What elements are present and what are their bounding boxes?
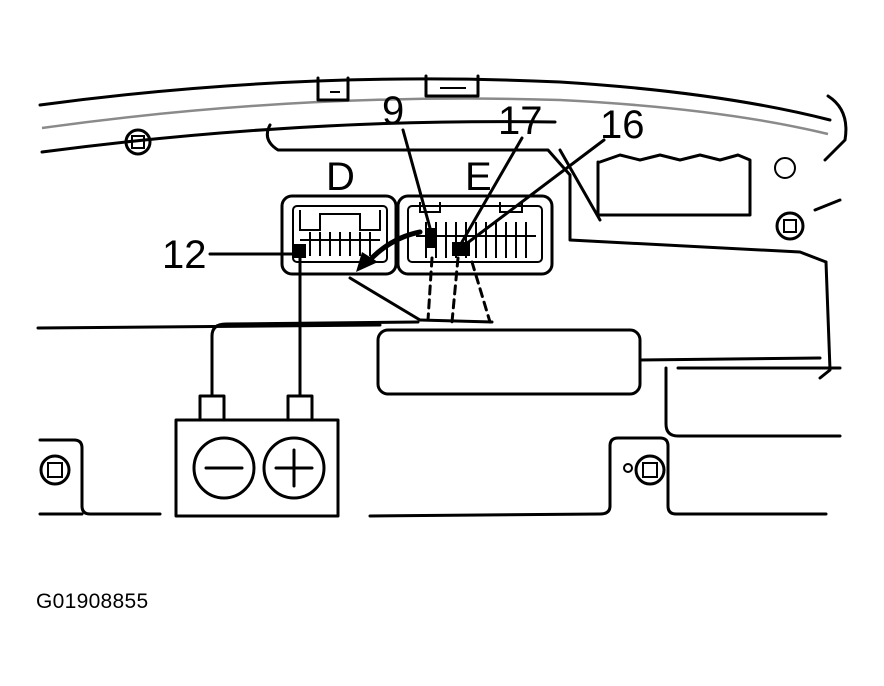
pin-12-marker bbox=[294, 244, 306, 258]
connector-e-label: E bbox=[465, 155, 492, 199]
bolt-icon bbox=[124, 128, 152, 156]
bolt-icon bbox=[39, 454, 71, 486]
ecu-upper-plate bbox=[265, 123, 842, 380]
connector-d bbox=[280, 194, 398, 276]
pin-16-label: 16 bbox=[600, 103, 645, 147]
top-cowl bbox=[38, 74, 848, 162]
pin-9-label: 9 bbox=[382, 89, 404, 133]
dashed-probe-leads bbox=[418, 256, 494, 324]
pin-9-marker bbox=[426, 228, 436, 248]
figure-id: G01908855 bbox=[36, 590, 149, 613]
connector-d-label: D bbox=[326, 155, 355, 199]
pin-12-label: 12 bbox=[162, 233, 207, 277]
probe-arrow bbox=[348, 229, 423, 322]
plus-icon bbox=[262, 436, 326, 500]
screw-hole bbox=[623, 463, 633, 473]
bolt-icon bbox=[775, 211, 805, 241]
leader-lines bbox=[208, 128, 606, 256]
pin-17-label: 17 bbox=[498, 99, 543, 143]
pin-row bbox=[300, 232, 380, 256]
bolt-icon bbox=[634, 454, 666, 486]
minus-icon bbox=[192, 436, 256, 500]
ecu-lower-plate bbox=[36, 323, 842, 438]
test-leads bbox=[210, 256, 420, 398]
pin-17-16-marker bbox=[452, 242, 470, 256]
voltmeter bbox=[174, 394, 340, 518]
bottom-rail bbox=[38, 436, 828, 518]
connector-e bbox=[396, 194, 554, 276]
